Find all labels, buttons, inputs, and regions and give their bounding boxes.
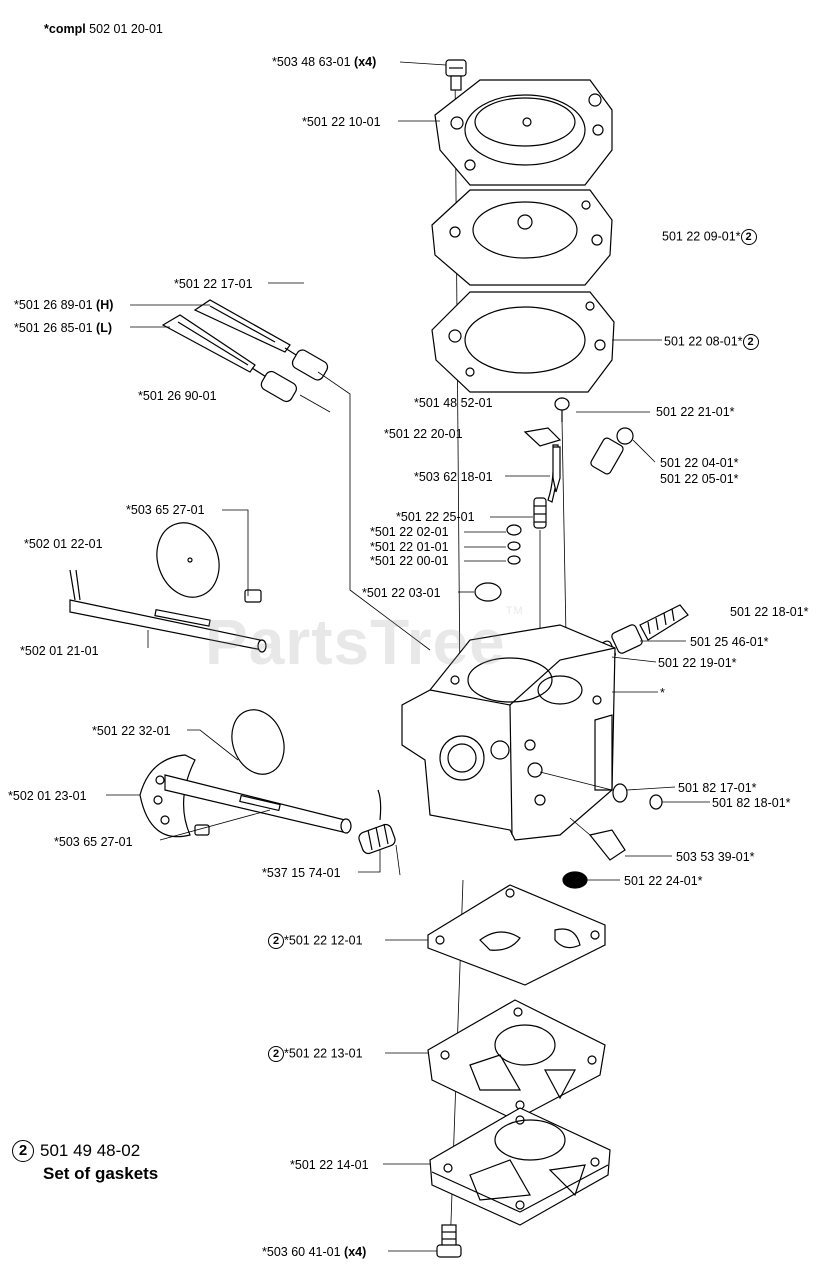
leader-lines (106, 61, 710, 1252)
part-label-502-01-23-01[interactable]: *502 01 23-01 (8, 789, 87, 803)
part-label-501-82-18-01[interactable]: 501 82 18-01* (712, 796, 791, 810)
part-label-501-22-17-01[interactable]: *501 22 17-01 (174, 277, 253, 291)
pump-diaphragm[interactable] (431, 189, 613, 286)
part-label-503-53-39-01[interactable]: 503 53 39-01* (676, 850, 755, 864)
part-label-carburetor-body[interactable]: * (660, 686, 665, 700)
part-label-501-82-17-01[interactable]: 501 82 17-01* (678, 781, 757, 795)
legend-part-number: 501 49 48-02 (40, 1141, 141, 1160)
part-label-502-01-21-01[interactable]: *502 01 21-01 (20, 644, 99, 658)
part-label-503-62-18-01[interactable]: *503 62 18-01 (414, 470, 493, 484)
fuel-inlet-nipple[interactable] (588, 829, 626, 861)
inlet-needle[interactable] (552, 446, 561, 493)
metering-screw[interactable] (554, 397, 570, 422)
fuel-filter-screen[interactable] (562, 871, 588, 889)
cover-bottom-screw[interactable] (436, 1224, 462, 1258)
part-label-501-22-18-01[interactable]: 501 22 18-01* (730, 605, 809, 619)
choke-spring[interactable] (357, 789, 396, 855)
part-label-502-01-22-01[interactable]: *502 01 22-01 (24, 537, 103, 551)
lever-washer[interactable] (612, 783, 628, 803)
part-label-501-22-02-01[interactable]: *501 22 02-01 (370, 525, 449, 539)
part-label-501-22-25-01[interactable]: *501 22 25-01 (396, 510, 475, 524)
part-label-501-22-03-01[interactable]: *501 22 03-01 (362, 586, 441, 600)
legend-title: Set of gaskets (43, 1164, 159, 1183)
pump-gasket[interactable] (431, 291, 615, 393)
welch-plugs[interactable] (474, 524, 522, 602)
part-label-501-22-32-01[interactable]: *501 22 32-01 (92, 724, 171, 738)
throttle-disc-screw[interactable] (244, 589, 262, 603)
part-label-501-26-90-01[interactable]: *501 26 90-01 (138, 389, 217, 403)
part-label-501-22-04-01[interactable]: 501 22 04-01* (660, 456, 739, 470)
part-label-503-65-27-01-bottom[interactable]: *503 65 27-01 (54, 835, 133, 849)
legend-circle-marker: 2 (12, 1140, 34, 1162)
part-label-501-22-14-01[interactable]: *501 22 14-01 (290, 1158, 369, 1172)
gasket-set-legend: 2 501 49 48-02 Set of gaskets (12, 1140, 158, 1184)
part-label-501-26-89-01[interactable]: *501 26 89-01 (H) (14, 298, 114, 312)
part-label-501-22-12-01[interactable]: 2*501 22 12-01 (268, 933, 363, 949)
part-label-501-22-21-01[interactable]: 501 22 21-01* (656, 405, 735, 419)
part-label-501-22-19-01[interactable]: 501 22 19-01* (658, 656, 737, 670)
header-compl-label: *compl 502 01 20-01 (44, 22, 163, 36)
cover-screw[interactable] (445, 59, 467, 91)
part-label-501-22-10-01[interactable]: *501 22 10-01 (302, 115, 381, 129)
throttle-valve-disc[interactable] (147, 514, 229, 606)
metering-cover[interactable] (429, 1107, 611, 1226)
part-label-501-48-52-01[interactable]: *501 48 52-01 (414, 396, 493, 410)
part-label-503-60-41-01[interactable]: *503 60 41-01 (x4) (262, 1245, 367, 1259)
throttle-shaft[interactable] (69, 569, 267, 653)
lever-clip[interactable] (649, 794, 663, 810)
part-label-503-65-27-01-top[interactable]: *503 65 27-01 (126, 503, 205, 517)
part-label-501-22-08-01[interactable]: 501 22 08-01*2 (664, 334, 759, 350)
part-label-501-25-46-01[interactable]: 501 25 46-01* (690, 635, 769, 649)
adjusting-needle-low[interactable] (161, 314, 299, 404)
part-label-501-22-13-01[interactable]: 2*501 22 13-01 (268, 1046, 363, 1062)
choke-shaft[interactable] (164, 774, 352, 834)
choke-valve-disc[interactable] (223, 702, 293, 781)
part-label-501-22-00-01[interactable]: *501 22 00-01 (370, 554, 449, 568)
part-label-501-22-01-01[interactable]: *501 22 01-01 (370, 540, 449, 554)
part-label-501-26-85-01[interactable]: *501 26 85-01 (L) (14, 321, 112, 335)
metering-gasket[interactable] (427, 884, 606, 986)
fuel-inlet-screen[interactable] (589, 427, 634, 475)
lever-spring[interactable] (533, 497, 547, 529)
part-label-503-48-63-01[interactable]: *503 48 63-01 (x4) (272, 55, 377, 69)
pump-cover-plate[interactable] (434, 79, 613, 186)
part-label-501-22-05-01[interactable]: 501 22 05-01* (660, 472, 739, 486)
metering-diaphragm[interactable] (427, 999, 606, 1121)
part-label-501-22-20-01[interactable]: *501 22 20-01 (384, 427, 463, 441)
watermark: PartsTreeTM (205, 605, 524, 678)
choke-lever[interactable] (139, 754, 196, 838)
part-label-537-15-74-01[interactable]: *537 15 74-01 (262, 866, 341, 880)
part-label-501-22-24-01[interactable]: 501 22 24-01* (624, 874, 703, 888)
part-label-501-22-09-01[interactable]: 501 22 09-01*2 (662, 229, 757, 245)
